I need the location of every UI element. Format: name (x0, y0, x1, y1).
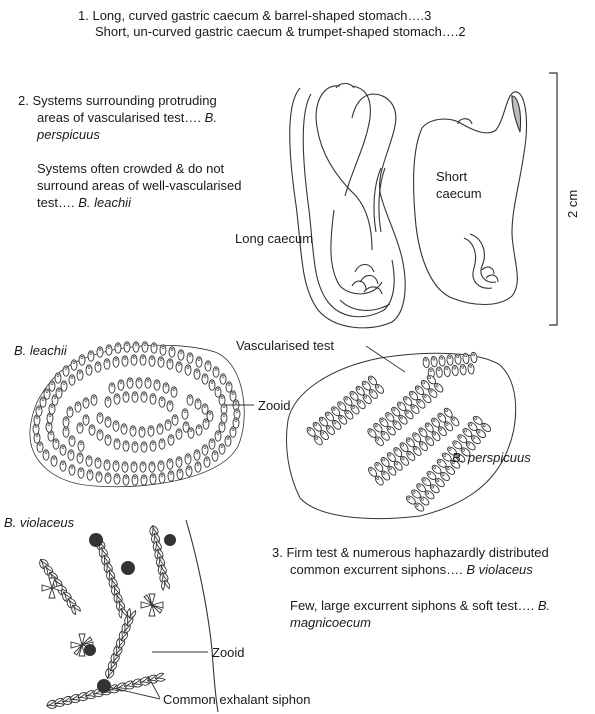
couplet-3-a-taxon: B violaceus (466, 562, 533, 577)
couplet-2-a-line-2: areas of vascularised test…. B. (37, 110, 217, 125)
short-caecum-label-line-1: Short (436, 169, 468, 184)
violaceus-star-systems (41, 577, 164, 657)
couplet-2-b-line-3: test…. B. leachii (37, 195, 131, 210)
couplet-2-number: 2. (18, 93, 29, 108)
key-couplet-1-line-1: 1. Long, curved gastric caecum & barrel-… (78, 8, 431, 24)
scale-bar-label: 2 cm (565, 189, 580, 218)
couplet-3-number: 3. (272, 545, 283, 560)
perspicuus-colony-drawing (286, 345, 517, 520)
couplet-2-a-genus: B. (204, 110, 217, 125)
vascularised-test-label: Vascularised test (236, 338, 335, 353)
leachii-label: B. leachii (14, 343, 67, 358)
scale-bar (549, 72, 558, 326)
couplet-3-a-line-1: Firm test & numerous haphazardly distrib… (286, 545, 549, 560)
key-couplet-3-line-1: 3. Firm test & numerous haphazardly dist… (272, 545, 549, 561)
leachii-colony-drawing (29, 341, 245, 488)
violaceus-colony-drawing (36, 519, 219, 713)
couplet-1-option-a: Long, curved gastric caecum & barrel-sha… (92, 8, 432, 23)
common-exhalant-siphon-label: Common exhalant siphon (163, 692, 311, 707)
perspicuus-zooid-rows (305, 351, 493, 514)
short-caecum-label-line-2: caecum (436, 186, 482, 201)
couplet-3-b-line-1: Few, large excurrent siphons & soft test… (290, 598, 551, 613)
couplet-2-a-line-1: Systems surrounding protruding (32, 93, 217, 108)
violaceus-label: B. violaceus (4, 515, 75, 530)
couplet-2-b-taxon: B. leachii (78, 195, 131, 210)
couplet-3-a-line-2: common excurrent siphons…. B violaceus (290, 562, 533, 577)
common-exhalant-siphons (84, 533, 176, 693)
perspicuus-label: B. perspicuus (452, 450, 531, 465)
couplet-1-option-b: Short, un-curved gastric caecum & trumpe… (95, 24, 466, 39)
couplet-3-b-species: magnicoecum (290, 615, 371, 630)
couplet-2-b-line-2: surround areas of well-vascularised (37, 178, 242, 193)
short-caecum-stomach-drawing (412, 91, 528, 305)
long-caecum-label: Long caecum (235, 231, 314, 246)
couplet-2-b-line-1: Systems often crowded & do not (37, 161, 225, 176)
couplet-1-number: 1. (78, 8, 89, 23)
violaceus-leader-lines (103, 651, 208, 700)
key-couplet-2-line-1: 2. Systems surrounding protruding (18, 93, 217, 109)
long-caecum-stomach-drawing (289, 82, 406, 329)
couplet-2-a-species: perspicuus (37, 127, 100, 142)
leachii-inner-systems-zooids (62, 377, 214, 453)
couplet-3-b-genus: B. (537, 598, 551, 613)
zooid-label-2: Zooid (212, 645, 245, 660)
zooid-label-1: Zooid (258, 398, 291, 413)
